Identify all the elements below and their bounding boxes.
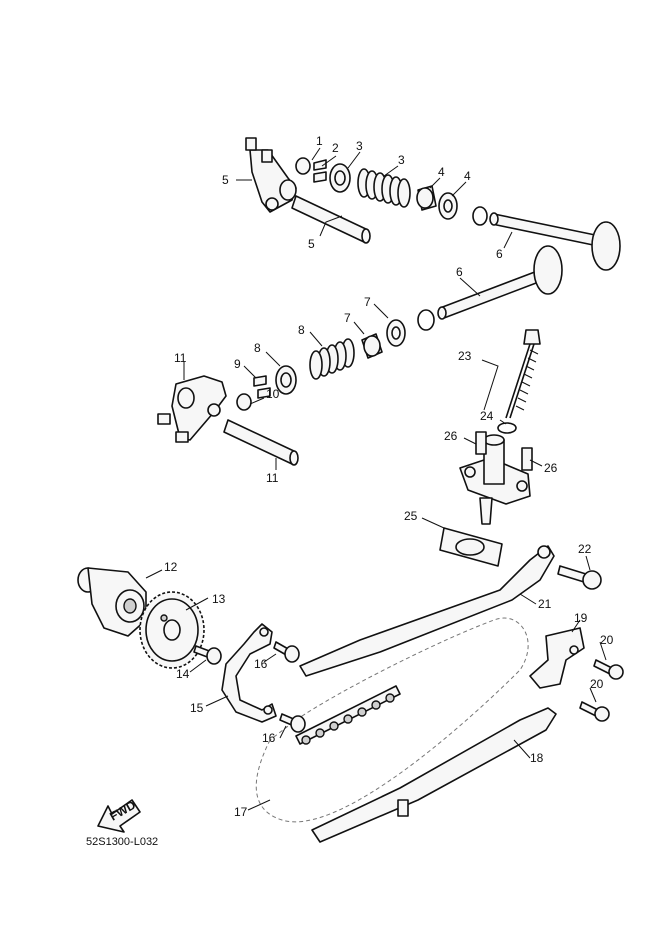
callout-13: 13 xyxy=(212,592,226,606)
callout-3-bottom: 7 xyxy=(344,311,351,325)
cam-sprocket-13 xyxy=(139,591,205,669)
leader-lines xyxy=(145,147,607,811)
callout-20-top: 20 xyxy=(600,633,614,647)
callout-10: 11 xyxy=(174,351,187,365)
callout-26-right: 26 xyxy=(544,461,558,475)
chain-guide-21 xyxy=(299,545,555,677)
callout-11-bottom: 11 xyxy=(266,471,279,485)
callout-23: 23 xyxy=(458,349,472,363)
callout-8-top: 4 xyxy=(464,169,471,183)
rocker-arm-assembly-top xyxy=(245,137,371,244)
callout-8-bottom: 7 xyxy=(364,295,371,309)
callout-20-bottom: 20 xyxy=(590,677,604,691)
cam-chain xyxy=(255,617,529,823)
callout-11-top: 5 xyxy=(308,237,315,251)
callout-9: 5 xyxy=(222,173,229,187)
camshaft-12 xyxy=(77,567,147,637)
callout-25: 25 xyxy=(404,509,418,523)
callout-16-top: 16 xyxy=(254,657,268,671)
valve-spring-top xyxy=(357,168,411,208)
valve-components-bottom xyxy=(236,245,563,411)
callout-14: 14 xyxy=(176,667,190,681)
callout-3-top: 4 xyxy=(438,165,445,179)
plate-15 xyxy=(221,623,277,723)
callout-24: 24 xyxy=(480,409,494,423)
callout-labels: 1 2 3 3 4 4 5 5 6 6 7 7 8 8 9 10 11 11 1… xyxy=(164,134,614,819)
callout-1: 6 xyxy=(496,247,503,261)
callout-12: 12 xyxy=(164,560,178,574)
valve-spring-bottom xyxy=(309,338,355,380)
callout-4-bottom: 8 xyxy=(298,323,305,337)
diagram-code: 52S1300-L032 xyxy=(86,836,158,848)
bolt-14 xyxy=(193,645,222,665)
fwd-arrow-icon: FWD xyxy=(97,798,141,833)
bolts-16 xyxy=(273,641,306,733)
valve-components-top xyxy=(295,157,621,271)
chain-guide-18 xyxy=(311,707,557,843)
callout-18: 18 xyxy=(530,751,544,765)
rocker-arm-assembly-bottom xyxy=(157,375,299,466)
callout-5-bottom: 9 xyxy=(234,357,241,371)
callout-5-top: 2 xyxy=(332,141,339,155)
callout-6-bottom: 8 xyxy=(254,341,261,355)
cam-chain-tensioner xyxy=(439,329,541,567)
bolt-22 xyxy=(557,565,602,590)
callout-4-top: 3 xyxy=(398,153,405,167)
callout-7-top: 1 xyxy=(316,134,323,148)
callout-2: 6 xyxy=(456,265,463,279)
callout-16-bottom: 16 xyxy=(262,731,276,745)
callout-15: 15 xyxy=(190,701,204,715)
callout-22: 22 xyxy=(578,542,592,556)
bracket-19 xyxy=(529,627,585,689)
callout-26-left: 26 xyxy=(444,429,458,443)
callout-7-bottom: 10 xyxy=(266,387,280,401)
callout-21: 21 xyxy=(538,597,552,611)
bolts-20 xyxy=(579,659,624,722)
callout-17: 17 xyxy=(234,805,248,819)
callout-6-top: 3 xyxy=(356,139,363,153)
callout-19: 19 xyxy=(574,611,588,625)
